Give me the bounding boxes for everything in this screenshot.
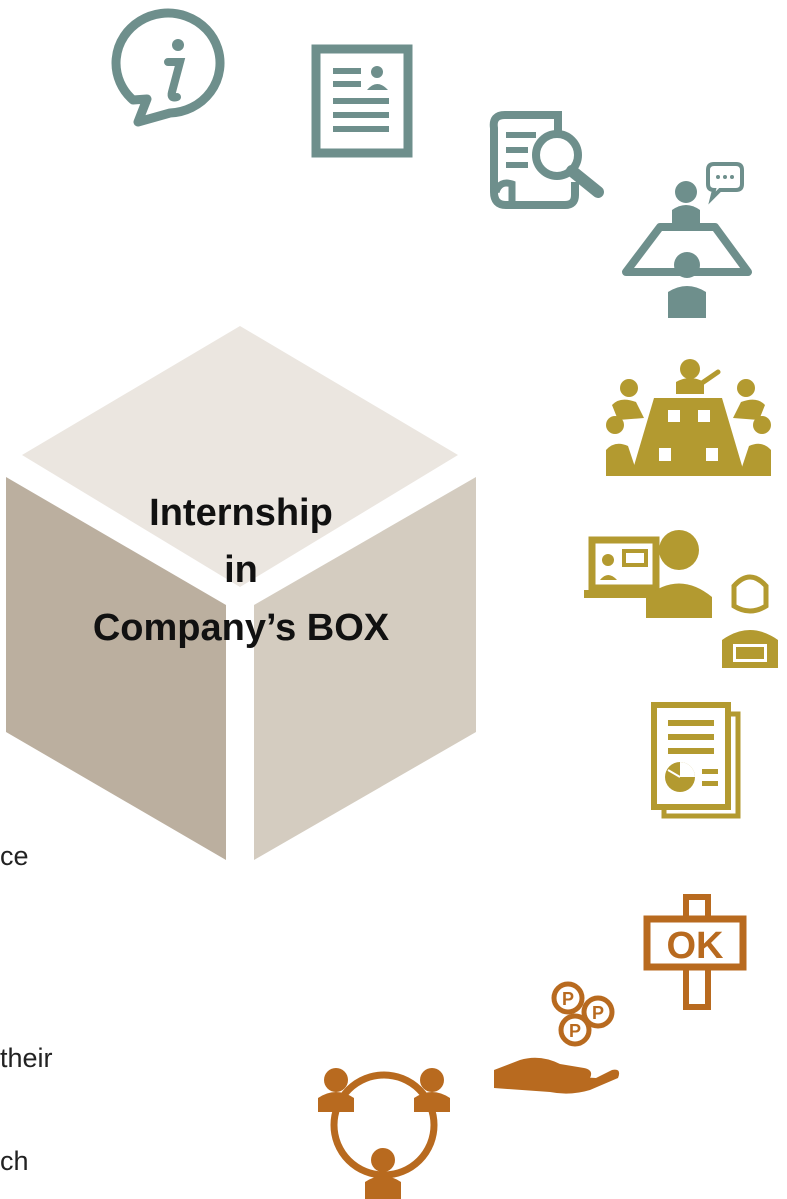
resume-icon — [311, 44, 413, 158]
box-title-line-2: in — [224, 549, 258, 591]
svg-text:P: P — [569, 1021, 581, 1041]
document-search-icon — [489, 111, 604, 209]
box-title-line-1: Internship — [149, 492, 333, 534]
box-title-line-3: Company’s BOX — [93, 607, 390, 649]
svg-text:P: P — [592, 1003, 604, 1023]
cube-left-face — [6, 477, 226, 860]
svg-text:OK: OK — [667, 925, 725, 967]
people-network-icon — [318, 1068, 450, 1199]
svg-text:P: P — [562, 989, 574, 1009]
ok-sign-icon: OK — [643, 894, 747, 1010]
cutoff-text-fragment: ce — [0, 841, 29, 871]
report-document-icon — [651, 702, 741, 819]
cube-top-face — [22, 326, 458, 587]
payment-points-icon: P P P — [494, 981, 620, 1094]
meeting-table-icon — [606, 359, 771, 476]
cube-right-face — [254, 477, 476, 860]
cutoff-text-fragment: their — [0, 1043, 53, 1073]
cutoff-text-fragment: ch — [0, 1146, 29, 1176]
company-box-cube — [6, 326, 476, 860]
info-bubble-icon — [111, 8, 225, 127]
interview-icon — [622, 162, 752, 318]
online-presentation-icon — [584, 530, 778, 668]
